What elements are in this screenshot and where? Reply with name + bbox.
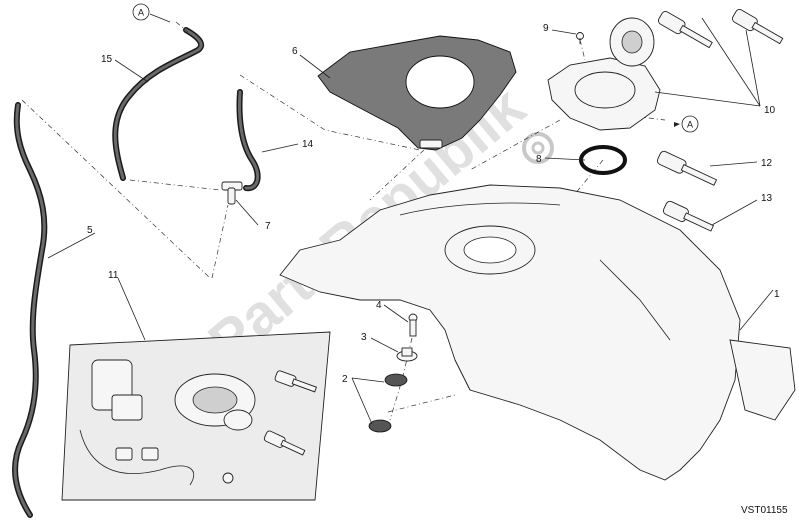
ref-marker-a-right: A — [674, 115, 699, 133]
part-10-key-2 — [732, 9, 784, 45]
part-1-fuel-tank — [279, 184, 796, 481]
ref-marker-a-top: A — [132, 3, 171, 23]
part-10-filler-cap-assembly — [547, 17, 661, 131]
leader-lines — [47, 17, 774, 425]
callout-5: 5 — [87, 225, 93, 236]
part-13-key — [662, 200, 715, 232]
part-5-breather-hose — [12, 102, 48, 518]
part-9-screw — [576, 32, 584, 44]
part-12-key — [656, 150, 718, 186]
part-11-lock-kit-inset — [61, 331, 331, 501]
part-7-t-connector — [221, 181, 243, 205]
callout-11: 11 — [108, 270, 119, 281]
callout-2: 2 — [342, 374, 348, 385]
callout-13: 13 — [761, 193, 773, 204]
part-10-key-1 — [658, 11, 713, 49]
part-4-screw — [408, 313, 418, 337]
callout-1: 1 — [774, 289, 780, 300]
callout-6: 6 — [292, 46, 298, 57]
part-15-vent-hose — [112, 27, 205, 181]
callout-7: 7 — [265, 221, 271, 232]
reference-code: VST01155 — [741, 505, 788, 516]
gear-icon — [522, 132, 554, 164]
part-6-tank-plate — [317, 35, 517, 151]
callout-3: 3 — [361, 332, 367, 343]
svg-text:A: A — [687, 120, 693, 130]
callout-4: 4 — [376, 300, 382, 311]
part-3-spacer — [396, 347, 418, 362]
svg-text:A: A — [138, 8, 144, 18]
callout-9: 9 — [543, 23, 549, 34]
callout-15: 15 — [101, 54, 113, 65]
callout-12: 12 — [761, 158, 773, 169]
callout-labels: 1 2 3 4 5 6 7 8 9 10 11 12 13 14 15 — [87, 23, 780, 385]
callout-14: 14 — [302, 139, 314, 150]
part-2-grommet-upper — [384, 373, 408, 387]
part-2-grommet-lower — [368, 419, 392, 433]
callout-8: 8 — [536, 154, 542, 165]
callout-10: 10 — [764, 105, 776, 116]
part-14-vent-hose — [236, 89, 261, 192]
